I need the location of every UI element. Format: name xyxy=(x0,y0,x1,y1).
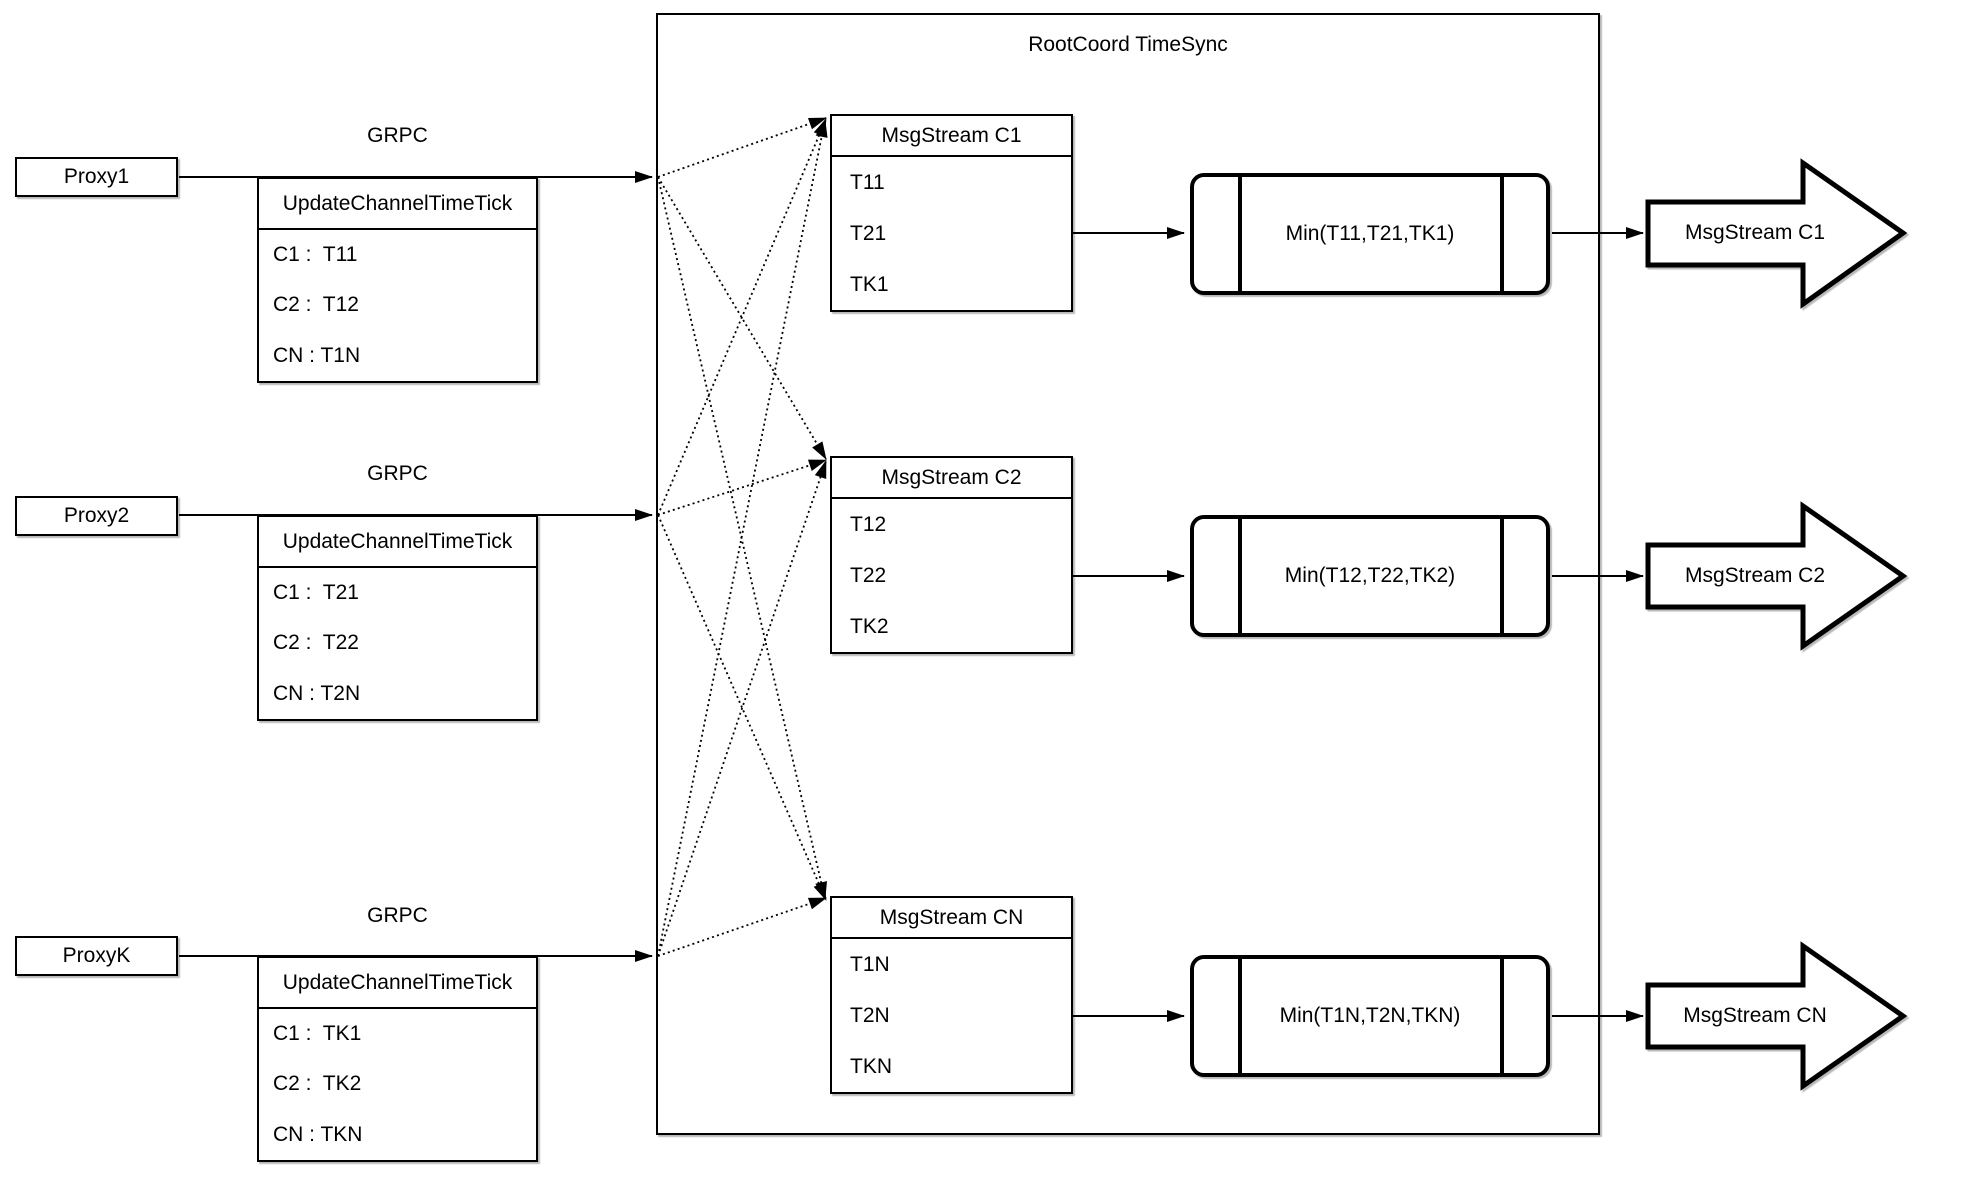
grpc-label-1: GRPC xyxy=(367,124,428,147)
msgstream-table-c1: MsgStream C1 T11 T21 TK1 xyxy=(830,114,1073,312)
msgstream-row: TKN xyxy=(850,1054,892,1078)
timetick-row: CN : T2N xyxy=(273,681,361,705)
msgstream-table-cn: MsgStream CN T1N T2N TKN xyxy=(830,896,1073,1094)
msgstream-row: TK1 xyxy=(850,272,889,296)
proxy1-box: Proxy1 xyxy=(15,157,178,197)
grpc-label-3: GRPC xyxy=(367,904,428,927)
min-node-right-divider xyxy=(1500,177,1504,291)
output-arrow-label-c1: MsgStream C1 xyxy=(1684,221,1826,244)
msgstream-row: T11 xyxy=(850,170,885,194)
grpc-label-2: GRPC xyxy=(367,462,428,485)
min-label-cn: Min(T1N,T2N,TKN) xyxy=(1279,1004,1461,1027)
timetick-header-2: UpdateChannelTimeTick xyxy=(259,517,536,568)
msgstream-row: T22 xyxy=(850,563,887,587)
output-arrow-label-c2: MsgStream C2 xyxy=(1684,564,1826,587)
timetick-row: C2 : T22 xyxy=(273,631,359,655)
proxy2-box: Proxy2 xyxy=(15,496,178,536)
min-node-left-divider xyxy=(1238,959,1242,1073)
msgstream-header-cn: MsgStream CN xyxy=(832,898,1071,939)
msgstream-row: T21 xyxy=(850,221,887,245)
timetick-table-2: UpdateChannelTimeTick C1 : T21 C2 : T22 … xyxy=(257,515,538,721)
timetick-row: CN : T1N xyxy=(273,343,361,367)
min-node-left-divider xyxy=(1238,519,1242,633)
timetick-row: C2 : TK2 xyxy=(273,1072,362,1096)
min-node-right-divider xyxy=(1500,959,1504,1073)
min-node-cn: Min(T1N,T2N,TKN) xyxy=(1190,955,1550,1077)
timetick-header-3: UpdateChannelTimeTick xyxy=(259,958,536,1009)
msgstream-header-c2: MsgStream C2 xyxy=(832,458,1071,499)
timetick-row: C2 : T12 xyxy=(273,293,359,317)
timetick-row: C1 : T11 xyxy=(273,243,358,267)
rootcoord-title: RootCoord TimeSync xyxy=(1028,33,1228,56)
proxy2-label: Proxy2 xyxy=(63,504,130,527)
min-node-c1: Min(T11,T21,TK1) xyxy=(1190,173,1550,295)
msgstream-table-c2: MsgStream C2 T12 T22 TK2 xyxy=(830,456,1073,654)
timetick-table-1: UpdateChannelTimeTick C1 : T11 C2 : T12 … xyxy=(257,177,538,383)
msgstream-row: T1N xyxy=(850,952,890,976)
msgstream-row: T2N xyxy=(850,1003,890,1027)
timetick-header-1: UpdateChannelTimeTick xyxy=(259,179,536,230)
proxyk-box: ProxyK xyxy=(15,936,178,976)
msgstream-header-c1: MsgStream C1 xyxy=(832,116,1071,157)
timetick-row: C1 : T21 xyxy=(273,581,359,605)
timetick-table-3: UpdateChannelTimeTick C1 : TK1 C2 : TK2 … xyxy=(257,956,538,1162)
timetick-row: C1 : TK1 xyxy=(273,1022,362,1046)
msgstream-row: TK2 xyxy=(850,614,889,638)
output-arrow-label-cn: MsgStream CN xyxy=(1683,1004,1827,1027)
proxyk-label: ProxyK xyxy=(62,944,131,967)
min-label-c1: Min(T11,T21,TK1) xyxy=(1285,222,1455,245)
min-node-c2: Min(T12,T22,TK2) xyxy=(1190,515,1550,637)
min-node-left-divider xyxy=(1238,177,1242,291)
timetick-row: CN : TKN xyxy=(273,1122,363,1146)
proxy1-label: Proxy1 xyxy=(63,165,130,188)
msgstream-row: T12 xyxy=(850,512,887,536)
min-label-c2: Min(T12,T22,TK2) xyxy=(1284,564,1456,587)
min-node-right-divider xyxy=(1500,519,1504,633)
